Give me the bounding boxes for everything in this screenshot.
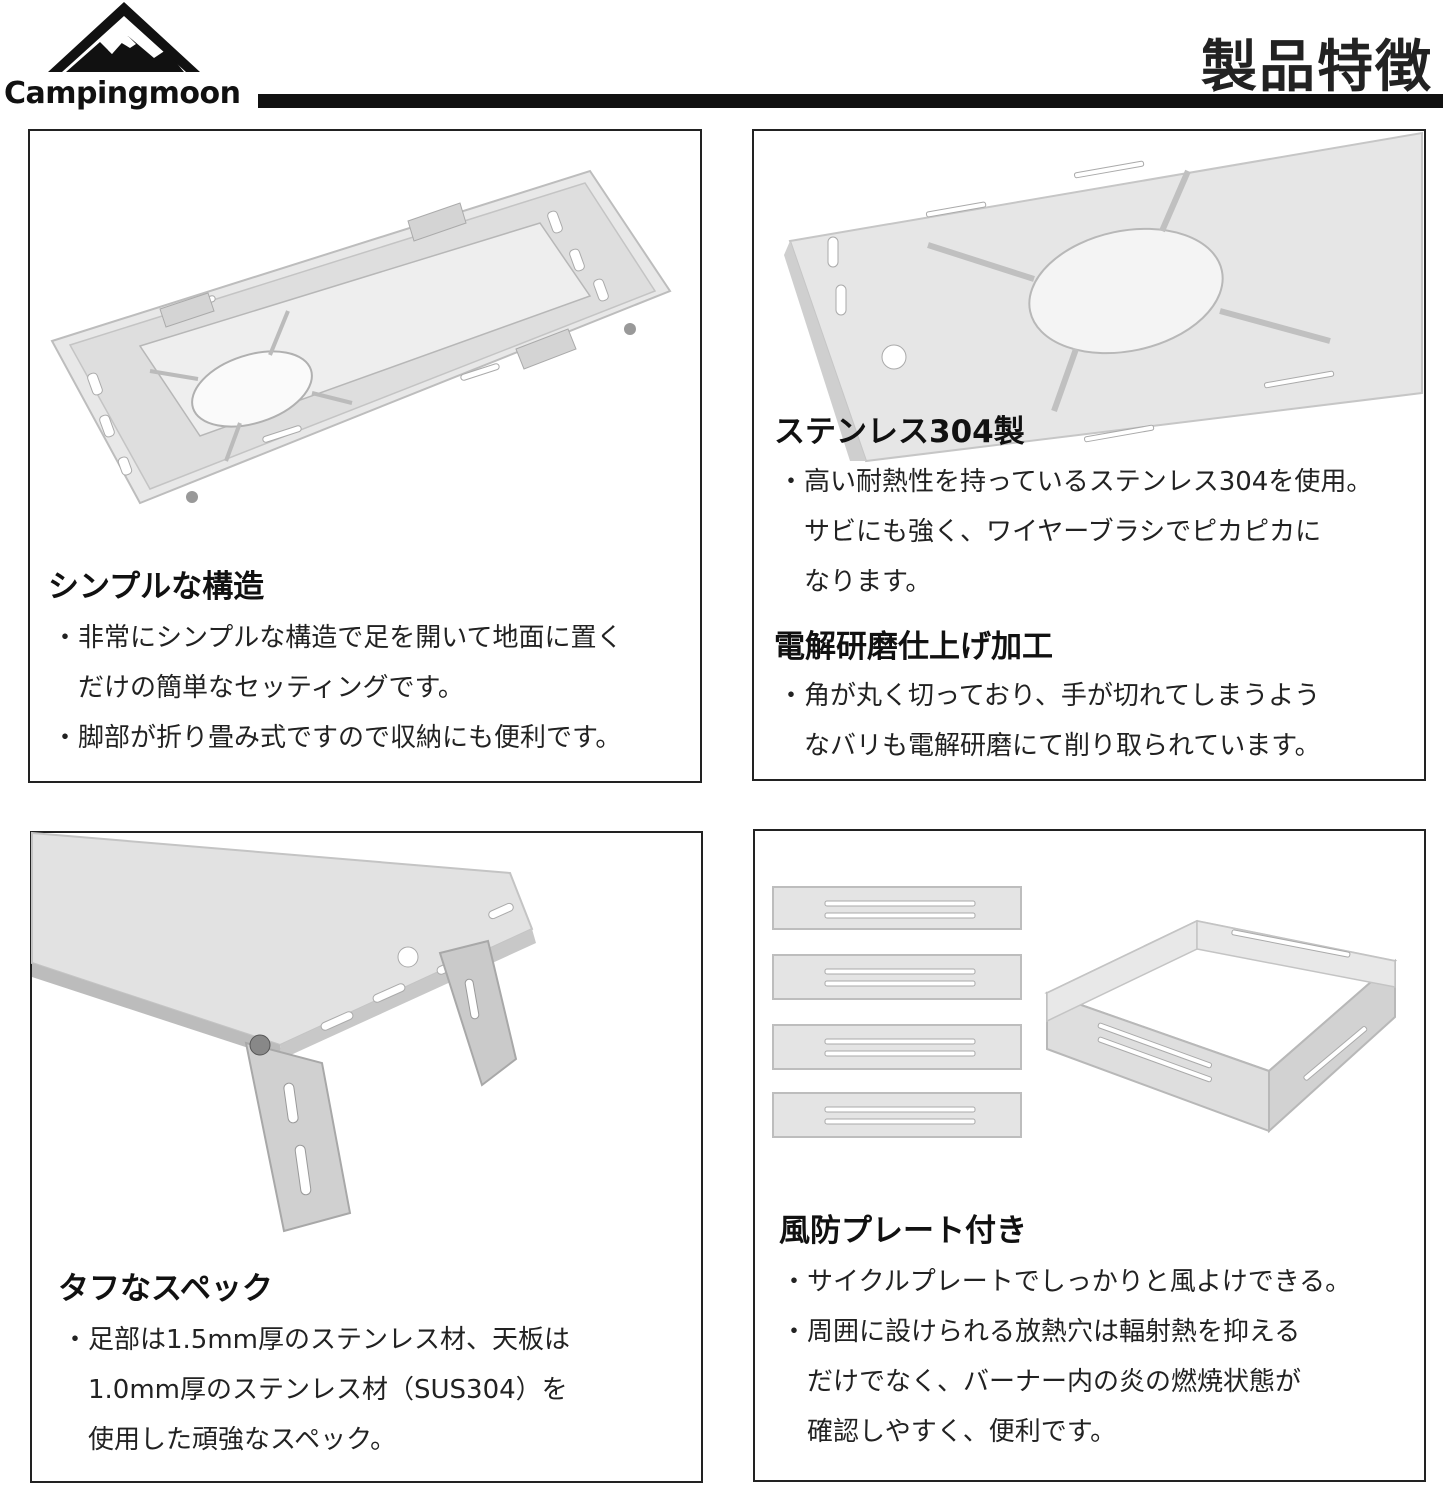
folding-legs-illustration bbox=[31, 831, 536, 1233]
panel-heading: ステンレス304製 bbox=[774, 414, 1025, 450]
bullet-item: ・サイクルプレートでしっかりと風よけできる。 bbox=[781, 1267, 1352, 1297]
bullet-item: ・周囲に設けられる放熱穴は輻射熱を抑える だけでなく、バーナー内の炎の燃焼状態が… bbox=[781, 1317, 1302, 1447]
stainless-plate-closeup-illustration bbox=[784, 131, 1423, 463]
header-rule bbox=[258, 94, 1443, 108]
windscreen-plates-illustration bbox=[772, 886, 1398, 1138]
feature-panel-tough-spec: タフなスペック ・足部は1.5mm厚のステンレス材、天板は 1.0mm厚のステン… bbox=[30, 831, 703, 1483]
brand-name: Campingmoon bbox=[4, 76, 241, 111]
bullet-item: ・高い耐熱性を持っているステンレス304を使用。 サビにも強く、ワイヤーブラシで… bbox=[778, 467, 1373, 597]
feature-panel-simple-structure: シンプルな構造 ・非常にシンプルな構造で足を開いて地面に置く だけの簡単なセッテ… bbox=[28, 129, 702, 783]
bullet-item: ・足部は1.5mm厚のステンレス材、天板は 1.0mm厚のステンレス材（SUS3… bbox=[62, 1325, 571, 1455]
feature-panel-stainless-304: ステンレス304製 ・高い耐熱性を持っているステンレス304を使用。 サビにも強… bbox=[752, 129, 1426, 781]
bullet-item: ・角が丸く切っており、手が切れてしまうよう なバリも電解研磨にて削り取られていま… bbox=[778, 681, 1321, 761]
panel-heading: シンプルな構造 bbox=[48, 569, 265, 605]
bullet-item: ・脚部が折り畳み式ですので収納にも便利です。 bbox=[52, 723, 622, 753]
feature-panel-windscreen-plates: 風防プレート付き ・サイクルプレートでしっかりと風よけできる。 ・周囲に設けられ… bbox=[753, 829, 1426, 1482]
panel-heading: 電解研磨仕上げ加工 bbox=[774, 629, 1053, 665]
bullet-item: ・非常にシンプルな構造で足を開いて地面に置く だけの簡単なセッティングです。 bbox=[52, 623, 623, 703]
panel-heading: 風防プレート付き bbox=[779, 1213, 1027, 1249]
panel-heading: タフなスペック bbox=[58, 1271, 273, 1307]
stove-stand-top-view-illustration bbox=[50, 169, 672, 505]
page-title: 製品特徴 bbox=[1201, 35, 1433, 100]
campingmoon-logo bbox=[48, 2, 200, 72]
